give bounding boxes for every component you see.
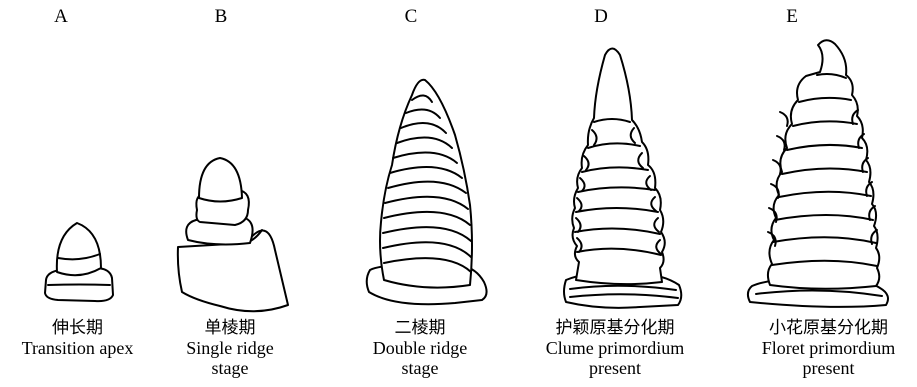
caption-en-line1: Single ridge [160, 338, 300, 358]
caption-en-line1: Double ridge [350, 338, 490, 358]
caption-single-ridge: 单棱期 Single ridge stage [160, 318, 300, 378]
caption-zh: 二棱期 [350, 318, 490, 338]
drawing-single-ridge [178, 158, 288, 311]
caption-zh: 小花原基分化期 [740, 318, 917, 338]
caption-en-line2: present [740, 358, 917, 378]
caption-zh: 单棱期 [160, 318, 300, 338]
caption-zh: 伸长期 [0, 318, 155, 338]
caption-en-line2: present [525, 358, 705, 378]
caption-en-line2: stage [350, 358, 490, 378]
caption-en-line1: Transition apex [0, 338, 155, 358]
caption-double-ridge: 二棱期 Double ridge stage [350, 318, 490, 378]
drawing-transition-apex [45, 223, 113, 301]
caption-glume-primordium: 护颖原基分化期 Clume primordium present [525, 318, 705, 378]
caption-en-line1: Clume primordium [525, 338, 705, 358]
caption-en-line2: stage [160, 358, 300, 378]
drawing-floret-primordium [748, 40, 888, 307]
caption-en-line1: Floret primordium [740, 338, 917, 358]
caption-zh: 护颖原基分化期 [525, 318, 705, 338]
drawing-glume-primordium [564, 49, 681, 308]
caption-transition-apex: 伸长期 Transition apex [0, 318, 155, 358]
caption-floret-primordium: 小花原基分化期 Floret primordium present [740, 318, 917, 378]
drawing-double-ridge [367, 80, 487, 304]
